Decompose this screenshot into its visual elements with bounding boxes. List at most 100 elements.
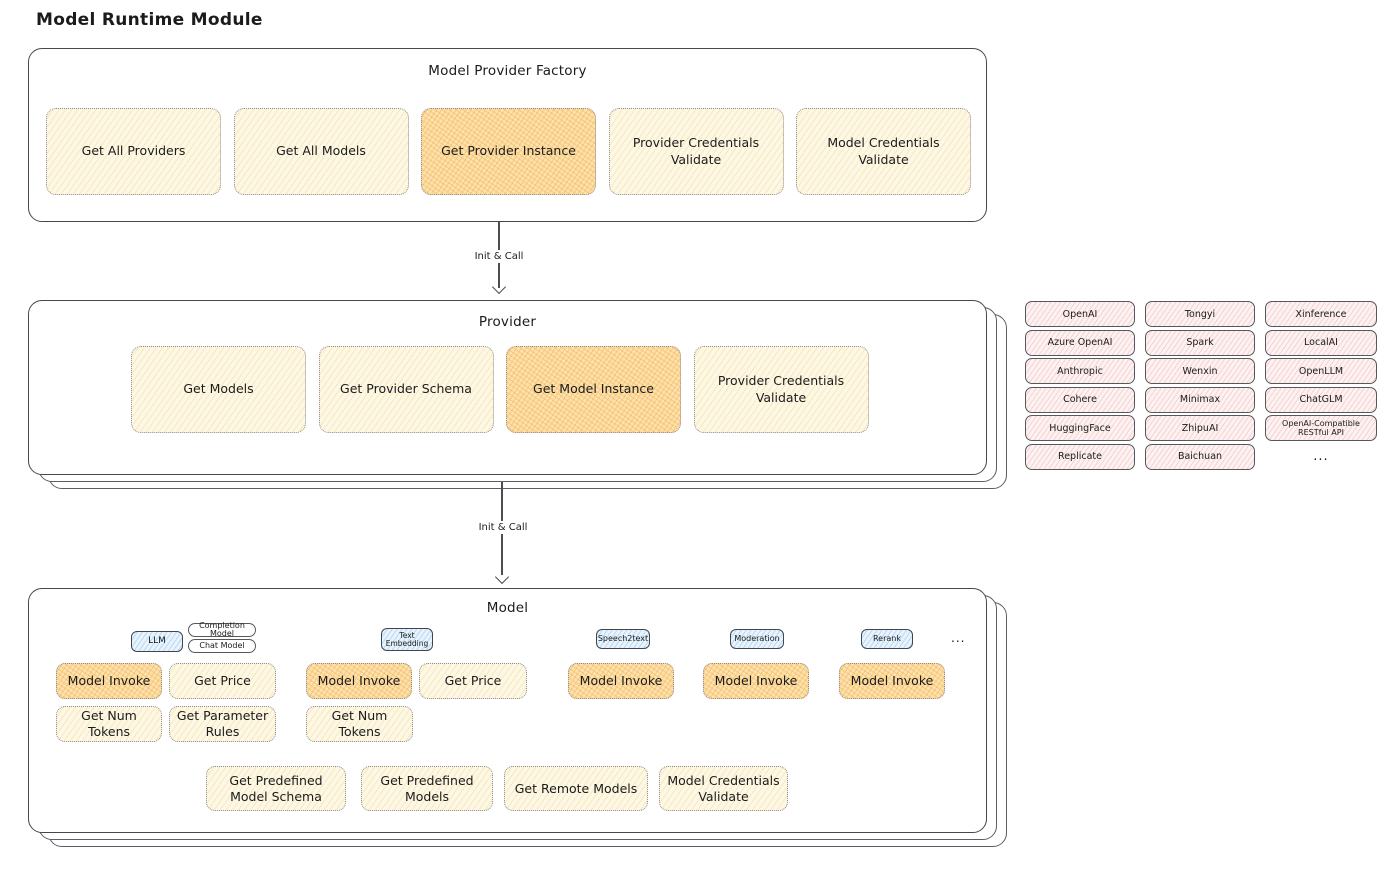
- box-label: Model Credentials Validate: [667, 772, 780, 804]
- embedding-get-num-tokens-box: Get Num Tokens: [306, 706, 413, 742]
- chip-label: Wenxin: [1182, 365, 1218, 377]
- provider-chip-openai-compatible-restful-api: OpenAI-Compatible RESTful API: [1265, 415, 1377, 442]
- tag-llm: LLM: [131, 631, 183, 652]
- tag-rerank: Rerank: [861, 629, 913, 649]
- provider-chip-replicate: Replicate: [1025, 443, 1135, 470]
- box-label: Model Invoke: [317, 673, 401, 689]
- arrow-head-icon: [491, 279, 507, 295]
- moderation-model-invoke-box: Model Invoke: [703, 663, 809, 699]
- tag-label: Text Embedding: [385, 630, 429, 648]
- tag-label: Completion Model: [199, 620, 245, 638]
- chip-label: Xinference: [1295, 308, 1347, 320]
- box-label: Get Models: [183, 381, 254, 397]
- factory-box-get-all-models: Get All Models: [233, 108, 409, 195]
- chip-label: Baichuan: [1177, 451, 1223, 463]
- provider-chip-tongyi: Tongyi: [1145, 301, 1255, 327]
- provider-title: Provider: [478, 314, 537, 330]
- factory-box-row: Get All Providers Get All Models Get Pro…: [46, 108, 971, 195]
- rerank-model-invoke-box: Model Invoke: [839, 663, 945, 699]
- box-label: Get Remote Models: [514, 780, 638, 796]
- arrow1-label: Init & Call: [469, 250, 529, 263]
- arrow-head-icon: [494, 569, 510, 585]
- llm-get-price-box: Get Price: [169, 663, 276, 699]
- provider-chip-chatglm: ChatGLM: [1265, 386, 1377, 413]
- provider-name-grid: OpenAI Azure OpenAI Anthropic Cohere Hug…: [1025, 301, 1377, 470]
- provider-chip-xinference: Xinference: [1265, 301, 1377, 327]
- llm-get-num-tokens-box: Get Num Tokens: [56, 706, 162, 742]
- box-label: Get All Providers: [81, 143, 186, 159]
- provider-box-provider-credentials-validate: Provider Credentials Validate: [693, 346, 869, 433]
- chip-label: LocalAI: [1304, 337, 1338, 349]
- provider-chip-huggingface: HuggingFace: [1025, 415, 1135, 442]
- provider-name-column: Xinference LocalAI OpenLLM ChatGLM OpenA…: [1265, 301, 1377, 470]
- tag-text-embedding: Text Embedding: [381, 628, 433, 651]
- chip-label: Replicate: [1058, 451, 1102, 463]
- box-label: Get Num Tokens: [81, 708, 137, 739]
- model-title: Model: [486, 600, 529, 616]
- provider-chip-azure-openai: Azure OpenAI: [1025, 329, 1135, 356]
- provider-name-column: OpenAI Azure OpenAI Anthropic Cohere Hug…: [1025, 301, 1135, 470]
- chip-label: OpenAI: [1062, 308, 1098, 320]
- factory-box-provider-credentials-validate: Provider Credentials Validate: [608, 108, 784, 195]
- factory-title: Model Provider Factory: [428, 63, 587, 79]
- provider-chip-wenxin: Wenxin: [1145, 358, 1255, 385]
- chip-label: Cohere: [1063, 394, 1097, 406]
- tag-speech2text: Speech2text: [596, 629, 650, 649]
- chip-label: Spark: [1186, 337, 1214, 349]
- arrow2-label: Init & Call: [473, 521, 533, 534]
- box-label: Get Predefined Model Schema: [229, 772, 323, 804]
- chip-label: ZhipuAI: [1181, 422, 1219, 434]
- box-label: Model Invoke: [714, 673, 798, 689]
- provider-box-row: Get Models Get Provider Schema Get Model…: [131, 346, 869, 433]
- box-label: Get Provider Instance: [441, 143, 576, 159]
- box-label: Get Provider Schema: [340, 381, 472, 397]
- box-label: Model Credentials Validate: [827, 135, 940, 167]
- factory-box-model-credentials-validate: Model Credentials Validate: [796, 108, 971, 195]
- tag-label: Moderation: [734, 633, 780, 643]
- box-label: Get Parameter Rules: [176, 708, 269, 739]
- box-label: Model Invoke: [67, 673, 151, 689]
- provider-chip-minimax: Minimax: [1145, 386, 1255, 413]
- get-predefined-models-box: Get Predefined Models: [361, 766, 493, 811]
- model-types-more-ellipsis: ...: [951, 631, 966, 645]
- model-card: Model LLM Completion Model Chat Model Te…: [28, 588, 987, 833]
- box-label: Get Price: [444, 673, 502, 689]
- provider-chip-spark: Spark: [1145, 329, 1255, 356]
- speech2text-model-invoke-box: Model Invoke: [568, 663, 674, 699]
- get-remote-models-box: Get Remote Models: [504, 766, 648, 811]
- tag-label: Speech2text: [597, 633, 649, 643]
- tag-label: Chat Model: [199, 640, 245, 650]
- provider-box-get-model-instance: Get Model Instance: [506, 346, 681, 433]
- provider-chip-baichuan: Baichuan: [1145, 443, 1255, 470]
- chip-label: Azure OpenAI: [1047, 337, 1113, 349]
- provider-card: Provider Get Models Get Provider Schema …: [28, 300, 987, 475]
- chip-label: Anthropic: [1057, 365, 1103, 377]
- embedding-model-invoke-box: Model Invoke: [306, 663, 412, 699]
- provider-name-column: Tongyi Spark Wenxin Minimax ZhipuAI Baic…: [1145, 301, 1255, 470]
- get-predefined-model-schema-box: Get Predefined Model Schema: [206, 766, 346, 811]
- provider-chip-anthropic: Anthropic: [1025, 358, 1135, 385]
- box-label: Get All Models: [276, 143, 366, 159]
- tag-completion-model: Completion Model: [188, 620, 256, 638]
- provider-chip-cohere: Cohere: [1025, 386, 1135, 413]
- chip-label: Minimax: [1179, 394, 1221, 406]
- provider-box-get-provider-schema: Get Provider Schema: [318, 346, 494, 433]
- tag-chat-model: Chat Model: [188, 639, 256, 653]
- chip-label: Tongyi: [1184, 308, 1216, 320]
- provider-more-ellipsis: ...: [1313, 449, 1329, 465]
- embedding-get-price-box: Get Price: [419, 663, 527, 699]
- tag-label: LLM: [148, 635, 166, 646]
- box-label: Provider Credentials Validate: [632, 135, 760, 167]
- factory-card: Model Provider Factory Get All Providers…: [28, 48, 987, 222]
- chip-label: ChatGLM: [1299, 394, 1343, 406]
- provider-chip-openllm: OpenLLM: [1265, 358, 1377, 385]
- provider-chip-localai: LocalAI: [1265, 329, 1377, 356]
- chip-label: OpenLLM: [1298, 365, 1344, 377]
- box-label: Model Invoke: [850, 673, 934, 689]
- provider-chip-zhipuai: ZhipuAI: [1145, 415, 1255, 442]
- box-label: Model Invoke: [579, 673, 663, 689]
- page-title: Model Runtime Module: [36, 10, 263, 30]
- box-label: Get Num Tokens: [331, 708, 388, 739]
- box-label: Provider Credentials Validate: [717, 373, 845, 405]
